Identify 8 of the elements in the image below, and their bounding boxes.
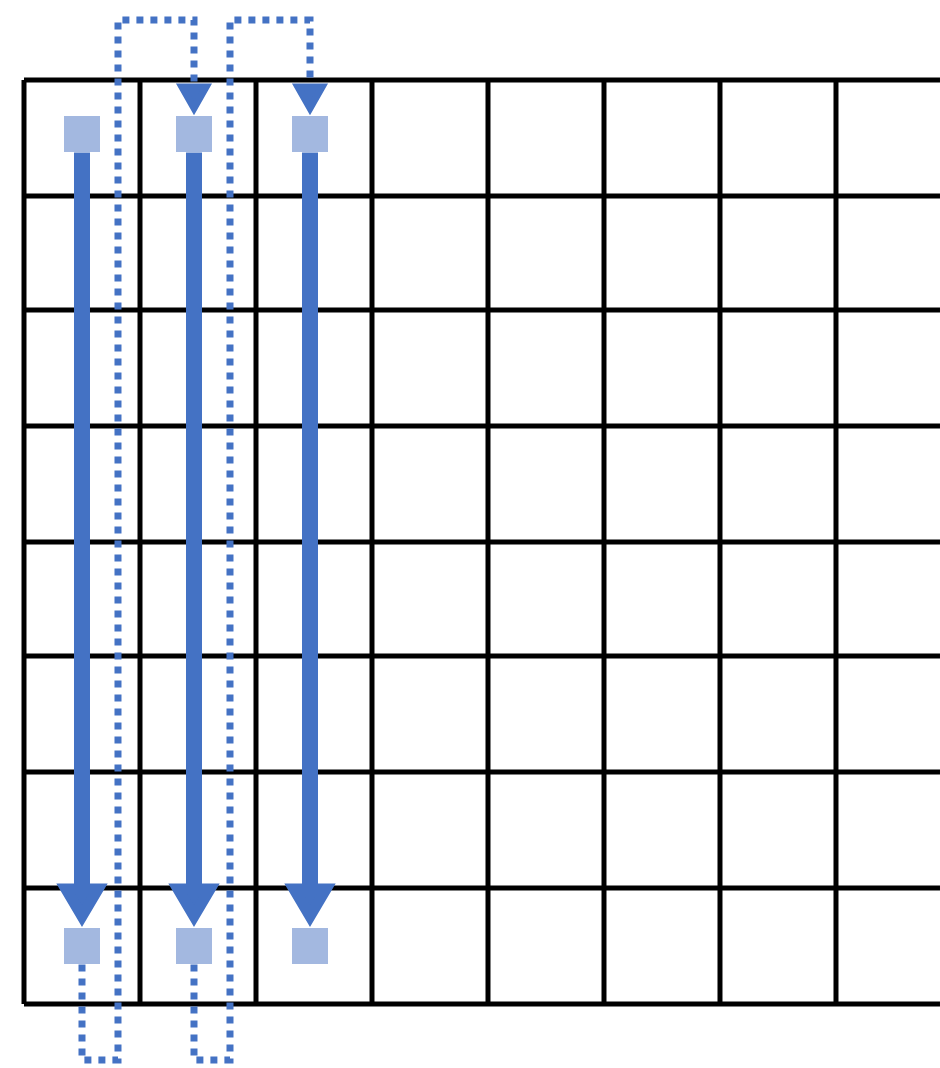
square-marker — [176, 116, 212, 152]
square-marker — [176, 928, 212, 964]
square-marker — [292, 116, 328, 152]
square-marker — [292, 928, 328, 964]
arrow — [78, 16, 213, 1064]
square-marker — [64, 928, 100, 964]
arrow — [190, 16, 329, 1064]
square-marker — [64, 116, 100, 152]
